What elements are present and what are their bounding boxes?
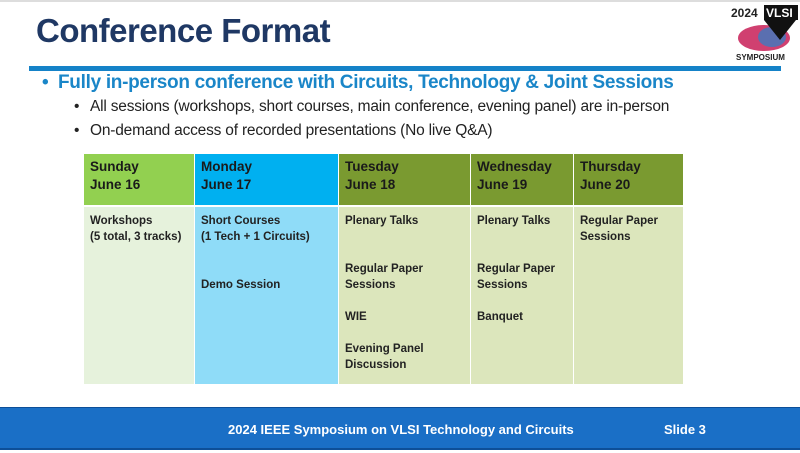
event-line: (1 Tech + 1 Circuits) [201, 231, 310, 243]
event-line: Workshops [90, 215, 153, 227]
day-date: June 16 [90, 177, 141, 192]
event-line: Evening Panel [345, 343, 424, 355]
day-date: June 18 [345, 177, 396, 192]
event-line: Regular Paper [580, 215, 658, 227]
event-line: Sessions [345, 279, 396, 291]
event-line: Sessions [580, 231, 631, 243]
day-date: June 20 [580, 177, 631, 192]
day-name: Wednesday [477, 159, 552, 174]
footer-bar: 2024 IEEE Symposium on VLSI Technology a… [0, 407, 800, 450]
day-name: Sunday [90, 159, 139, 174]
event-line: Discussion [345, 359, 407, 371]
day-name: Monday [201, 159, 253, 174]
logo-year: 2024 [731, 6, 758, 20]
event-line: Regular Paper [477, 263, 555, 275]
sub-bullet: •All sessions (workshops, short courses,… [74, 98, 670, 115]
event-line: Plenary Talks [345, 215, 419, 227]
event-line: Banquet [477, 311, 523, 323]
day-name: Thursday [580, 159, 641, 174]
day-date: June 19 [477, 177, 528, 192]
sub-bullet-text: All sessions (workshops, short courses, … [90, 98, 670, 115]
slide-number: Slide 3 [664, 422, 706, 437]
day-name: Tuesday [345, 159, 399, 174]
event-line: Sessions [477, 279, 528, 291]
day-events-monday: Short Courses (1 Tech + 1 Circuits) Demo S… [195, 207, 338, 384]
logo-sub: SYMPOSIUM [736, 53, 785, 62]
day-date: June 17 [201, 177, 252, 192]
event-line: Regular Paper [345, 263, 423, 275]
sub-bullet: •On-demand access of recorded presentati… [74, 122, 493, 139]
footer-text: 2024 IEEE Symposium on VLSI Technology a… [228, 422, 574, 437]
day-events-sunday: Workshops (5 total, 3 tracks) [84, 207, 194, 384]
event-line: Plenary Talks [477, 215, 551, 227]
sub-bullet-text: On-demand access of recorded presentatio… [90, 122, 493, 139]
event-line: Demo Session [201, 279, 281, 291]
vlsi-symposium-logo: 2024 VLSI SYMPOSIUM [731, 5, 798, 62]
event-line: Short Courses [201, 215, 281, 227]
logo-name: VLSI [766, 6, 793, 20]
main-bullet-text: Fully in-person conference with Circuits… [58, 72, 674, 93]
top-border [0, 0, 800, 2]
main-bullet: •Fully in-person conference with Circuit… [42, 72, 674, 93]
page-title: Conference Format [36, 12, 331, 49]
event-line: WIE [345, 311, 367, 323]
event-line: (5 total, 3 tracks) [90, 231, 182, 243]
title-divider [29, 66, 781, 71]
